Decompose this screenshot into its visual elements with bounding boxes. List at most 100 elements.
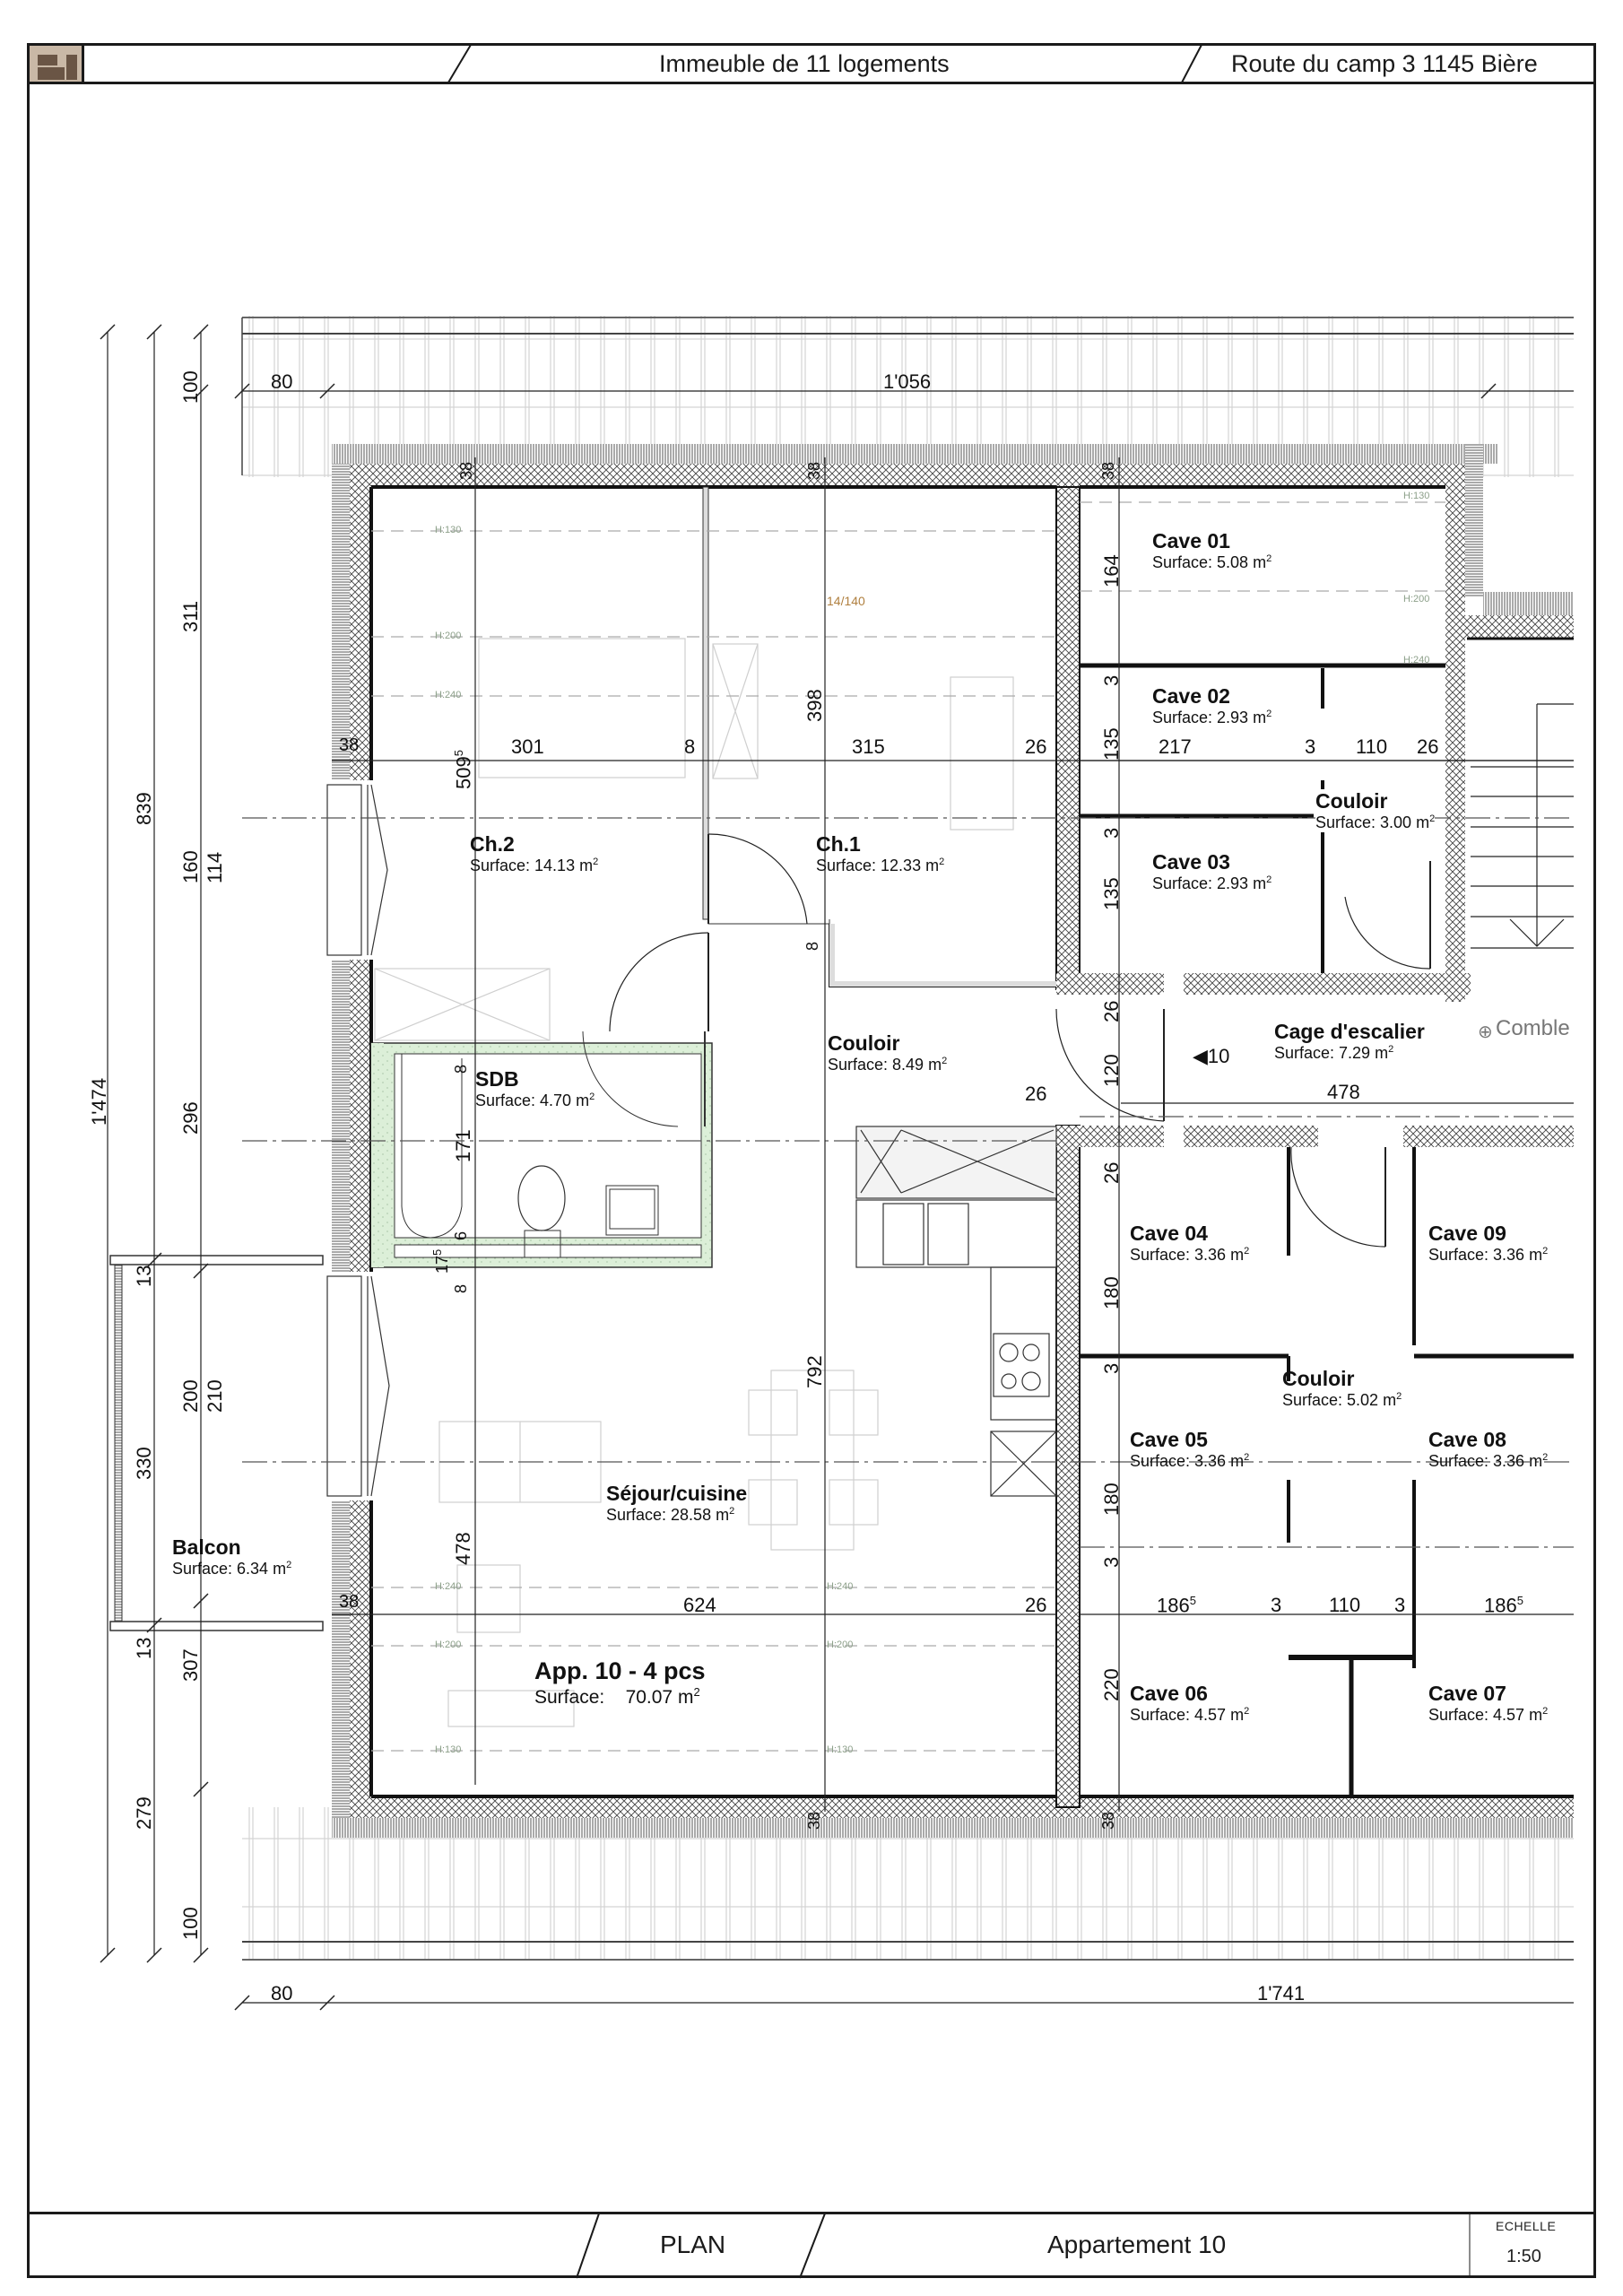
interior-walls — [1055, 485, 1574, 1808]
bathroom — [370, 1031, 713, 1268]
project-address: Route du camp 3 1145 Bière — [1231, 50, 1538, 77]
dim-wall: 26 — [1025, 735, 1047, 758]
height-lines — [371, 501, 1445, 1752]
kitchen — [855, 1126, 1057, 1497]
height-label: H:130 — [435, 525, 462, 535]
dim-partition: 8 — [452, 1283, 470, 1293]
room-cave05: Cave 05 Surface: 3.36 m2 — [1130, 1428, 1250, 1470]
dim-wall: 38 — [339, 735, 360, 755]
height-label: H:240 — [435, 1581, 462, 1592]
comble-label: Comble — [1496, 1016, 1570, 1040]
dimension-ticks — [100, 324, 1497, 2011]
dim-partition: 8 — [803, 941, 821, 951]
dim-cave-width-right: 1865 — [1484, 1594, 1523, 1617]
height-label: H:200 — [1403, 594, 1430, 604]
dim-couloir-width: 110 — [1329, 1594, 1361, 1616]
dim-wall: 38 — [339, 1592, 360, 1612]
furniture — [374, 638, 1014, 1727]
height-label: H:200 — [435, 631, 462, 641]
dim-top-overhang: 80 — [271, 370, 293, 393]
staircase — [1471, 703, 1574, 949]
dim-sep: 3 — [1100, 674, 1123, 686]
room-cave01: Cave 01 Surface: 5.08 m2 — [1152, 529, 1272, 571]
scale-value: 1:50 — [1506, 2247, 1541, 2266]
dim-door: 120 — [1100, 1054, 1123, 1087]
dim-cage-length: 478 — [1327, 1081, 1360, 1103]
scale-label: ECHELLE — [1496, 2219, 1557, 2233]
dim-balcony: 330 — [133, 1447, 155, 1480]
dim-cave-width: 217 — [1159, 735, 1192, 758]
dim-cave05: 180 — [1100, 1483, 1123, 1516]
room-ch1: Ch.1 Surface: 12.33 m2 — [816, 832, 945, 874]
dim-sep: 3 — [1100, 1362, 1123, 1374]
room-cave09: Cave 09 Surface: 3.36 m2 — [1428, 1222, 1549, 1264]
dim-sep: 3 — [1394, 1594, 1406, 1616]
room-cave04: Cave 04 Surface: 3.36 m2 — [1130, 1222, 1250, 1264]
apartment-label: App. 10 - 4 pcs Surface: 70.07 m2 — [534, 1657, 706, 1708]
axis-lines — [242, 817, 1574, 1548]
dim-cave04: 180 — [1100, 1276, 1123, 1309]
dim-sep: 6 — [452, 1231, 470, 1240]
view-type: PLAN — [660, 2231, 726, 2258]
balcony — [109, 1255, 324, 1631]
level-marker-icon: ⊕ — [1478, 1022, 1493, 1042]
dim-wall: 26 — [1417, 735, 1439, 758]
room-ch2: Ch.2 Surface: 14.13 m2 — [470, 832, 599, 874]
logo-icon — [30, 46, 84, 82]
dim-left-inner: 210 — [204, 1379, 226, 1413]
dim-cave03: 135 — [1100, 877, 1123, 910]
height-label: H:200 — [827, 1639, 854, 1650]
dim-wall: 38 — [1099, 461, 1117, 480]
room-cave07: Cave 07 Surface: 4.57 m2 — [1428, 1682, 1549, 1724]
height-label: H:130 — [1403, 491, 1430, 501]
height-label: H:240 — [1403, 655, 1430, 665]
dim-upper: 839 — [133, 792, 155, 825]
dim-partition: 8 — [684, 735, 696, 758]
height-label: H:130 — [435, 1744, 462, 1755]
dim-left-inner: 296 — [179, 1101, 202, 1135]
dim-wall: 26 — [1025, 1594, 1047, 1616]
title-bar — [27, 43, 1596, 84]
bedroom-partition — [702, 486, 1056, 987]
dim-wall: 26 — [1100, 1161, 1123, 1184]
dim-total-height: 1'474 — [88, 1077, 110, 1126]
sheet-title: Appartement 10 — [1047, 2231, 1227, 2258]
dim-bottom-overhang: 80 — [271, 1982, 293, 2005]
room-sejour: Séjour/cuisine Surface: 28.58 m2 — [606, 1482, 748, 1524]
dim-ch2-width: 301 — [511, 735, 544, 758]
dim-wall: 26 — [1100, 1000, 1123, 1022]
dim-wall: 38 — [457, 461, 475, 480]
room-couloir-caves-top: Couloir Surface: 3.00 m2 — [1315, 789, 1436, 832]
dim-left-inner: 311 — [179, 600, 202, 632]
sheet-frame — [27, 43, 1596, 2278]
room-cave03: Cave 03 Surface: 2.93 m2 — [1152, 850, 1272, 892]
dim-sep: 3 — [1305, 735, 1316, 758]
project-title: Immeuble de 11 logements — [659, 50, 950, 77]
room-couloir-caves-bottom: Couloir Surface: 5.02 m2 — [1282, 1367, 1402, 1409]
dim-sep: 3 — [1100, 1556, 1123, 1568]
dim-wall: 26 — [1025, 1083, 1047, 1105]
room-couloir-app: Couloir Surface: 8.49 m2 — [828, 1031, 948, 1074]
dim-left-inner: 100 — [179, 1907, 202, 1940]
dim-balcony-gap-bottom: 13 — [133, 1637, 155, 1659]
dim-sep: 3 — [1100, 827, 1123, 839]
dim-left-inner: 160 — [179, 850, 202, 883]
dim-sejour-depth: 478 — [452, 1532, 474, 1565]
dim-top-length: 1'056 — [883, 370, 932, 393]
stair-arrow-icon: ◀ — [1193, 1045, 1208, 1067]
dim-wall: 38 — [805, 1811, 823, 1830]
height-label: H:200 — [435, 1639, 462, 1650]
windows — [326, 784, 390, 1497]
room-cage-escalier: Cage d'escalier Surface: 7.29 m2 — [1274, 1020, 1425, 1062]
footer-bar — [27, 2212, 1596, 2278]
room-balcon: Balcon Surface: 6.34 m2 — [172, 1535, 292, 1578]
dim-cave06: 220 — [1100, 1668, 1123, 1701]
dim-ch1-width: 315 — [852, 735, 885, 758]
height-label: H:130 — [827, 1744, 854, 1755]
dim-couloir-width: 110 — [1356, 735, 1388, 758]
dim-cave01: 164 — [1100, 554, 1123, 587]
dim-left-inner: 114 — [204, 851, 226, 883]
dimension-lines — [107, 332, 1574, 2004]
